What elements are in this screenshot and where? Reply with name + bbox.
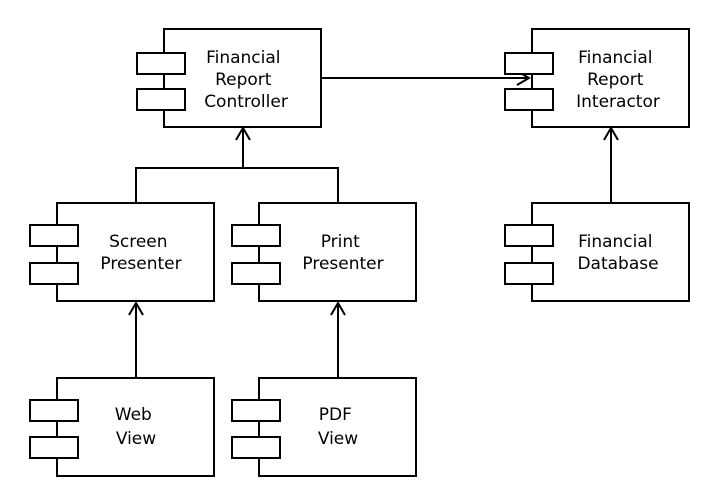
svg-text:Screen Presenter: Screen Presenter — [100, 232, 181, 274]
component-label-line: View — [116, 429, 156, 449]
component-port-top — [136, 52, 186, 75]
component-label-line: Database — [577, 254, 658, 274]
svg-text:Financial Report I: Financial Report Interactor — [576, 48, 660, 112]
component-label-line: Screen — [109, 232, 167, 252]
connector-screen-presenter — [135, 167, 243, 203]
component-box — [163, 28, 322, 128]
connector-print-presenter — [243, 167, 339, 203]
svg-text:Web View: Web View — [115, 405, 157, 449]
component-port-bottom — [504, 88, 554, 111]
svg-text:PDF View: PDF View — [318, 405, 358, 449]
component-box — [531, 28, 690, 128]
svg-text:Financial Report C: Financial Report Controller — [204, 48, 288, 112]
component-label-line: Web — [115, 405, 152, 425]
arrowhead-screen-presenter — [128, 301, 144, 316]
component-label-line: PDF — [319, 405, 352, 425]
component-port-bottom — [231, 262, 281, 285]
component-web-view: Web View — [29, 377, 215, 477]
component-port-bottom — [136, 88, 186, 111]
component-label-line: Print — [321, 232, 360, 252]
component-port-bottom — [29, 436, 79, 459]
component-port-bottom — [504, 262, 554, 285]
component-port-top — [231, 399, 281, 422]
component-port-bottom — [231, 436, 281, 459]
component-label-line: Financial — [578, 232, 652, 252]
component-label-line: Report — [215, 70, 272, 90]
component-box — [56, 377, 215, 477]
component-financial-report-interactor: Financial Report Interactor — [504, 28, 690, 128]
svg-text:Financial Database: Financial Database — [577, 232, 658, 274]
component-label-line: Presenter — [100, 254, 181, 274]
component-print-presenter: Print Presenter — [231, 202, 417, 302]
arrowhead-print-presenter — [330, 301, 346, 316]
component-label-line: Financial — [206, 48, 280, 68]
component-box — [56, 202, 215, 302]
component-financial-database: Financial Database — [504, 202, 690, 302]
component-label-line: Interactor — [576, 92, 660, 112]
connectors — [128, 70, 619, 378]
component-label-line: View — [318, 429, 358, 449]
component-box — [258, 377, 417, 477]
component-port-top — [29, 399, 79, 422]
component-screen-presenter: Screen Presenter — [29, 202, 215, 302]
component-port-bottom — [29, 262, 79, 285]
component-label-line: Controller — [204, 92, 288, 112]
component-label-line: Report — [587, 70, 644, 90]
component-port-top — [504, 224, 554, 247]
component-pdf-view: PDF View — [231, 377, 417, 477]
component-label-line: Financial — [578, 48, 652, 68]
component-label-line: Presenter — [302, 254, 383, 274]
component-port-top — [29, 224, 79, 247]
component-port-top — [504, 52, 554, 75]
component-box — [258, 202, 417, 302]
svg-text:Print Presenter: Print Presenter — [302, 232, 383, 274]
component-port-top — [231, 224, 281, 247]
component-financial-report-controller: Financial Report Controller — [136, 28, 322, 128]
component-box — [531, 202, 690, 302]
